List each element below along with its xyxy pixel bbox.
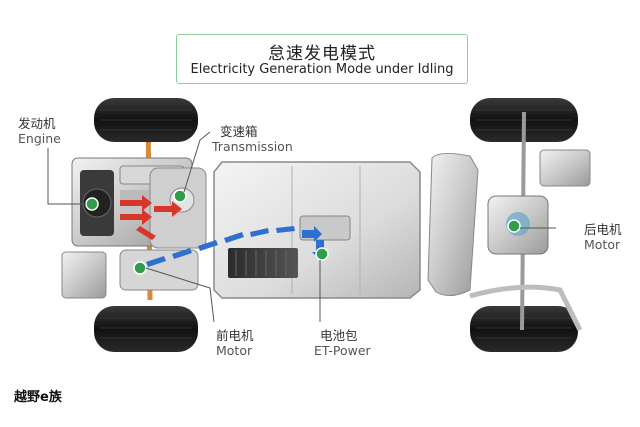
label-engine-en: Engine	[18, 131, 61, 146]
label-transmission-en: Transmission	[212, 139, 293, 154]
label-battery-zh: 电池包	[320, 328, 358, 343]
marker-engine	[85, 197, 99, 211]
label-engine: 发动机 Engine	[18, 116, 61, 146]
title-box: 怠速发电模式 Electricity Generation Mode under…	[176, 34, 468, 84]
label-battery-en: ET-Power	[314, 343, 371, 358]
label-rear-motor-zh: 后电机	[584, 222, 622, 237]
marker-rear-motor	[507, 219, 521, 233]
marker-battery	[315, 247, 329, 261]
tire-front-right-icon	[94, 306, 198, 352]
label-engine-zh: 发动机	[18, 116, 56, 131]
title-zh: 怠速发电模式	[268, 44, 376, 64]
title-en: Electricity Generation Mode under Idling	[190, 62, 454, 77]
label-front-motor-en: Motor	[216, 343, 253, 358]
label-transmission-zh: 变速箱	[220, 124, 258, 139]
brand-watermark: 越野e族	[14, 390, 62, 405]
label-front-motor: 前电机 Motor	[216, 328, 254, 358]
tire-front-left-icon	[94, 98, 198, 142]
marker-front-motor	[133, 261, 147, 275]
marker-transmission	[173, 189, 187, 203]
leader-lines	[47, 131, 556, 323]
label-rear-motor-en: Motor	[584, 237, 621, 252]
label-transmission: 变速箱 Transmission	[212, 124, 293, 154]
energy-flow-red-arrows	[120, 195, 182, 240]
label-rear-motor: 后电机 Motor	[584, 222, 622, 252]
label-front-motor-zh: 前电机	[216, 328, 254, 343]
front-motor-icon	[61, 249, 199, 299]
fuel-tank-icon	[427, 152, 479, 296]
label-battery: 电池包 ET-Power	[314, 328, 371, 358]
